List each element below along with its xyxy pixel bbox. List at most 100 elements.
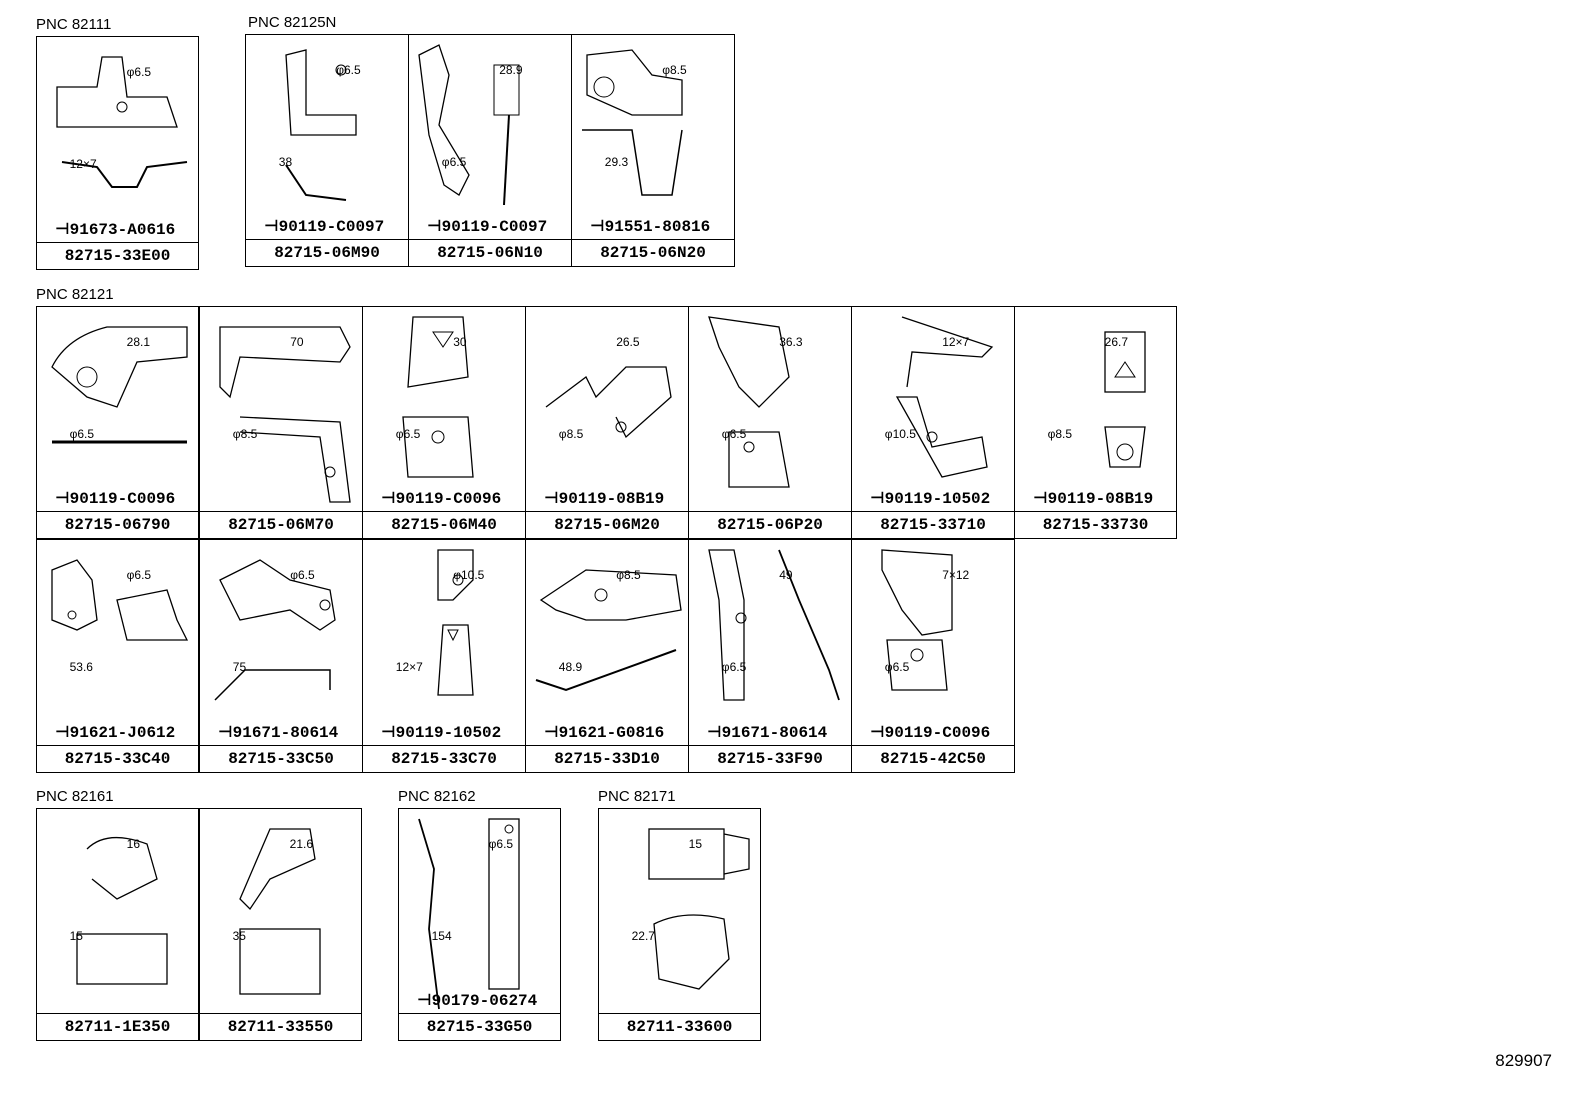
bolt-part-number: ⊣91621-G0816 — [544, 722, 665, 742]
dimension-label: 26.7 — [1104, 335, 1128, 349]
part-sketch — [1104, 331, 1146, 468]
dimension-label: φ8.5 — [1047, 427, 1073, 441]
part-sketch — [76, 836, 168, 985]
dimension-label: 16 — [126, 837, 140, 851]
part-sketch — [582, 49, 683, 196]
bolt-part-number: ⊣90119-C0097 — [264, 216, 385, 236]
part-number[interactable]: 82715-33E00 — [37, 242, 198, 269]
bolt-icon: ⊣ — [544, 722, 559, 741]
part-number[interactable]: 82715-06M20 — [526, 511, 688, 538]
dimension-label: φ6.5 — [721, 427, 747, 441]
part-tile: 21.6 35 82711-33550 — [199, 808, 362, 1041]
dimension-label: 12×7 — [395, 660, 423, 674]
dimension-label: φ8.5 — [662, 63, 687, 77]
part-number[interactable]: 82715-33D10 — [526, 745, 688, 772]
dimension-label: φ6.5 — [126, 65, 152, 79]
bolt-icon: ⊣ — [707, 722, 722, 741]
dimension-label: 154 — [431, 929, 452, 943]
dimension-label: 48.9 — [558, 660, 583, 674]
dimension-label: φ6.5 — [395, 427, 421, 441]
bolt-icon: ⊣ — [381, 722, 396, 741]
diagram-reference-number: 829907 — [1495, 1051, 1552, 1070]
dimension-label: φ10.5 — [453, 568, 485, 582]
part-number[interactable]: 82715-06N10 — [409, 239, 571, 266]
pnc-label-82162: PNC 82162 — [398, 788, 476, 805]
part-number[interactable]: 82715-33C40 — [37, 745, 198, 772]
part-sketch — [648, 828, 750, 990]
part-sketch — [285, 49, 357, 201]
dimension-label: 38 — [278, 155, 293, 169]
bolt-part-number: ⊣90119-C0096 — [870, 722, 991, 742]
dimension-label: 26.5 — [616, 335, 640, 349]
part-number[interactable]: 82715-33C50 — [200, 745, 362, 772]
part-tile: φ8.5 48.9 ⊣91621-G0816 82715-33D10 — [525, 539, 689, 773]
part-number[interactable]: 82715-33G50 — [399, 1013, 560, 1040]
part-sketch — [418, 818, 520, 1010]
part-number[interactable]: 82715-06M40 — [363, 511, 525, 538]
dimension-label: 12×7 — [942, 335, 970, 349]
bolt-icon: ⊣ — [55, 722, 70, 741]
part-sketch — [708, 549, 840, 701]
dimension-label: φ8.5 — [616, 568, 641, 582]
bolt-part-number: ⊣91671-80614 — [218, 722, 339, 742]
dimension-label: 70 — [290, 335, 304, 349]
dimension-label: φ6.5 — [884, 660, 910, 674]
dimension-label: 28.9 — [499, 63, 523, 77]
part-number[interactable]: 82711-1E350 — [37, 1013, 198, 1040]
part-number[interactable]: 82715-06P20 — [689, 511, 851, 538]
dimension-label: φ10.5 — [884, 427, 916, 441]
dimension-label: 7×12 — [942, 568, 970, 582]
part-tile: 26.7 φ8.5 ⊣90119-08B19 82715-33730 — [1014, 306, 1177, 539]
dimension-label: φ6.5 — [290, 568, 315, 582]
dimension-label: φ6.5 — [441, 155, 467, 169]
dimension-label: 30 — [453, 335, 467, 349]
part-number[interactable]: 82715-06M90 — [246, 239, 408, 266]
dimension-label: 28.1 — [126, 335, 150, 349]
dimension-label: φ6.5 — [69, 427, 95, 441]
bolt-part-number: ⊣91621-J0612 — [55, 722, 176, 742]
bolt-part-number: ⊣91551-80816 — [590, 216, 711, 236]
bolt-icon: ⊣ — [55, 219, 70, 238]
bolt-icon: ⊣ — [381, 488, 396, 507]
dimension-label: 15 — [688, 837, 702, 851]
bolt-icon: ⊣ — [218, 722, 233, 741]
part-number[interactable]: 82715-33710 — [852, 511, 1014, 538]
part-number[interactable]: 82711-33600 — [599, 1013, 760, 1040]
part-number[interactable]: 82715-33C70 — [363, 745, 525, 772]
part-number[interactable]: 82715-33F90 — [689, 745, 851, 772]
dimension-label: φ8.5 — [558, 427, 584, 441]
part-number[interactable]: 82715-06790 — [37, 511, 198, 538]
part-number[interactable]: 82715-06M70 — [200, 511, 362, 538]
pnc-label-82111: PNC 82111 — [36, 16, 112, 33]
part-sketch — [545, 366, 672, 439]
part-number[interactable]: 82715-33730 — [1015, 511, 1176, 538]
part-tile: φ6.5 12×7 ⊣91673-A0616 82715-33E00 — [36, 36, 199, 270]
part-sketch — [402, 316, 474, 478]
part-sketch — [214, 559, 336, 701]
dimension-label: 15 — [69, 929, 83, 943]
part-sketch — [708, 316, 790, 488]
part-number[interactable]: 82715-42C50 — [852, 745, 1014, 772]
dimension-label: 35 — [232, 929, 246, 943]
dimension-label: φ6.5 — [488, 837, 514, 851]
part-sketch — [895, 316, 994, 478]
bolt-part-number: ⊣90119-08B19 — [1033, 488, 1154, 508]
dimension-label: 75 — [232, 660, 247, 674]
part-number[interactable]: 82711-33550 — [200, 1013, 361, 1040]
dimension-label: 12×7 — [69, 157, 97, 171]
dimension-label: 49 — [779, 568, 793, 582]
bolt-part-number: ⊣91673-A0616 — [55, 219, 176, 239]
pnc-label-82125n: PNC 82125N — [248, 14, 337, 31]
part-tile: 16 15 82711-1E350 — [36, 808, 199, 1041]
dimension-label: 21.6 — [289, 837, 313, 851]
bolt-part-number: ⊣90119-08B19 — [544, 488, 665, 508]
part-number[interactable]: 82715-06N20 — [572, 239, 734, 266]
